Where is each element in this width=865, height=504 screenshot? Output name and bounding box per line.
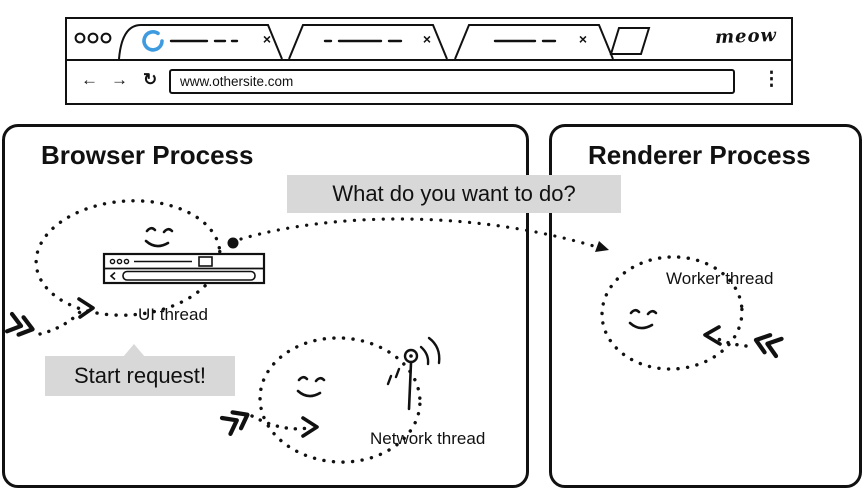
tab-outlines[interactable] <box>118 24 651 60</box>
ui-thread-label: UI thread <box>138 305 208 324</box>
tab-close-icon[interactable]: × <box>578 31 588 47</box>
worker-thread-label: Worker thread <box>666 269 774 288</box>
browser-window: × × × meow ← → ↻ www.othersite.com ⋮ <box>65 17 793 105</box>
tab-close-icon[interactable]: × <box>262 31 272 47</box>
question-speech-bubble: What do you want to do? <box>287 175 621 213</box>
tab-strip-art <box>74 24 651 60</box>
reload-icon[interactable]: ↻ <box>143 70 158 89</box>
nav-bar: ← → ↻ www.othersite.com ⋮ <box>67 61 791 103</box>
network-thread-label: Network thread <box>370 429 486 448</box>
loading-spinner-icon <box>142 30 164 52</box>
question-speech-bubble-text: What do you want to do? <box>332 181 576 206</box>
speech-bubble-tail <box>123 344 145 357</box>
address-bar[interactable]: www.othersite.com <box>169 69 735 94</box>
new-tab-icon <box>609 27 651 55</box>
start-request-speech-bubble-text: Start request! <box>73 363 207 388</box>
back-icon[interactable]: ← <box>81 70 98 89</box>
tab-close-icon[interactable]: × <box>422 31 432 47</box>
tab-strip: × × × meow <box>67 19 791 61</box>
menu-dots-icon[interactable]: ⋮ <box>762 69 781 90</box>
renderer-process-title: Renderer Process <box>588 140 811 170</box>
browser-process-title: Browser Process <box>41 140 254 170</box>
window-dots-icon <box>74 32 112 44</box>
url-text: www.othersite.com <box>180 74 294 89</box>
brand-logo: meow <box>714 24 778 49</box>
start-request-speech-bubble: Start request! <box>45 344 235 396</box>
forward-icon[interactable]: → <box>111 70 128 89</box>
